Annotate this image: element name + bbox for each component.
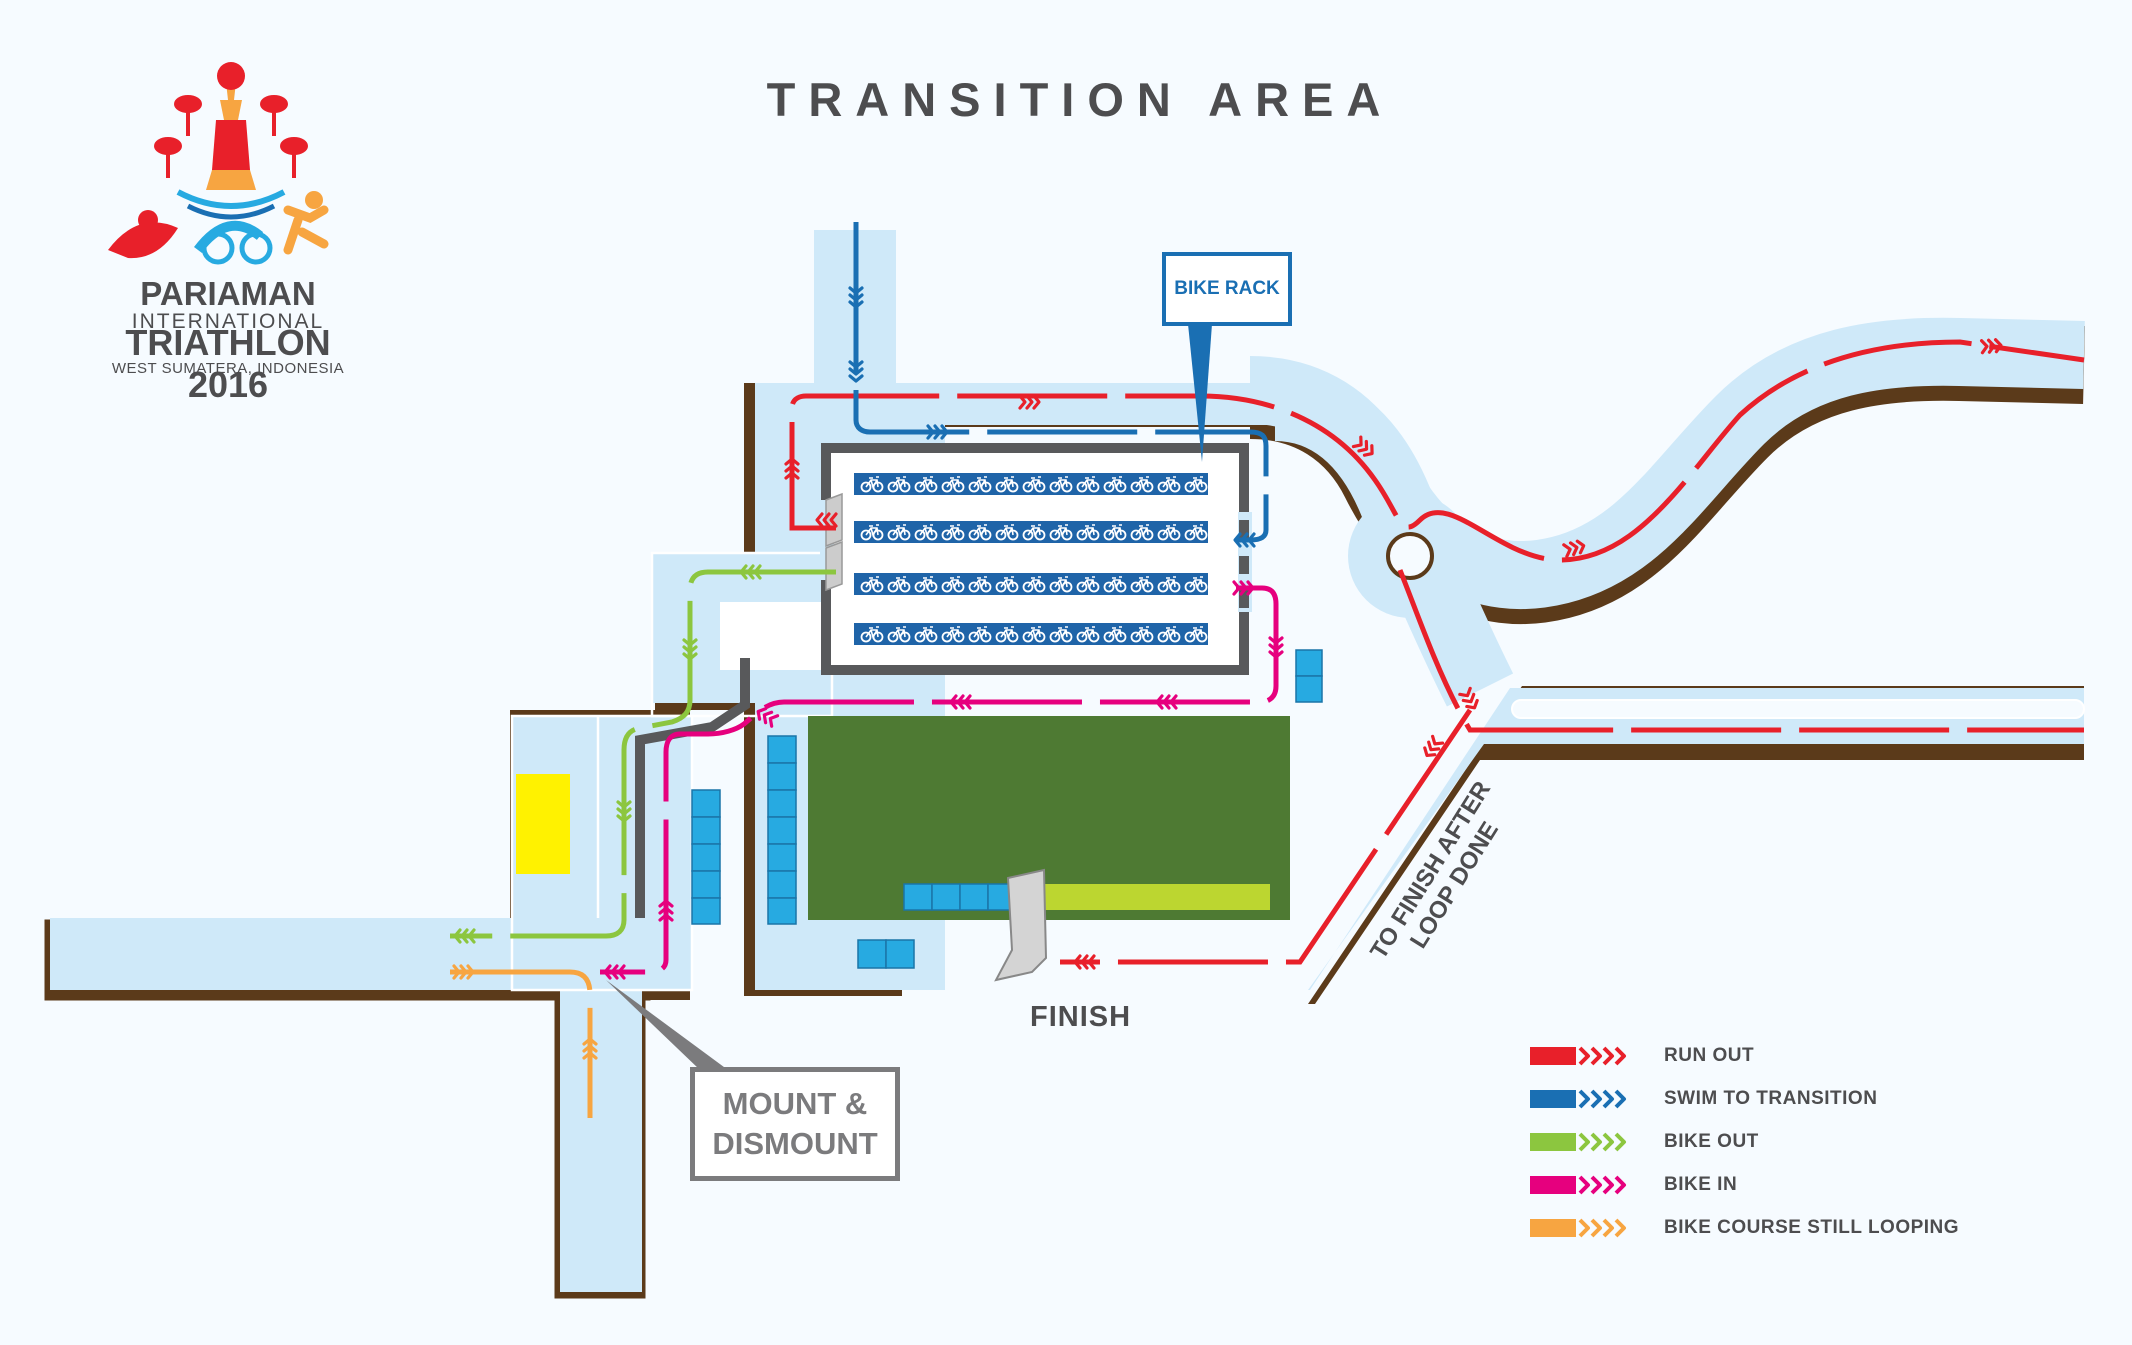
mount-pointer — [606, 980, 728, 1070]
logo-text-block: PARIAMAN INTERNATIONAL TRIATHLON 2016 WE… — [88, 60, 368, 405]
legend-item-bike-looping: BIKE COURSE STILL LOOPING — [1530, 1206, 1959, 1249]
finish-gantry — [994, 868, 1048, 982]
page-title: TRANSITION AREA — [766, 73, 1394, 126]
bike-rack-callout: BIKE RACK — [1162, 252, 1292, 326]
legend-label: RUN OUT — [1664, 1044, 1755, 1066]
legend-label: BIKE OUT — [1664, 1130, 1759, 1152]
logo-location: WEST SUMATERA, INDONESIA — [111, 360, 345, 377]
bike-rack-pointer — [1188, 324, 1212, 462]
bike-rack-rows — [854, 473, 1208, 645]
route-legend: RUN OUT SWIM TO TRANSITION BIKE OUT BIKE… — [1530, 1034, 1959, 1249]
bike-rack-label: BIKE RACK — [1174, 278, 1280, 299]
fence-wall — [635, 658, 750, 918]
event-logo — [108, 62, 329, 265]
mount-label-line2: DISMOUNT — [712, 1126, 878, 1161]
mount-dismount-callout: MOUNT & DISMOUNT — [690, 1067, 900, 1181]
mount-label-line1: MOUNT & — [722, 1086, 868, 1121]
logo-subtitle: INTERNATIONAL — [131, 310, 325, 333]
yellow-zone — [516, 774, 570, 874]
routes — [450, 222, 2085, 1118]
logo-name: PARIAMAN — [140, 275, 316, 312]
legend-swatch-run — [1530, 1046, 1626, 1065]
finish-chute-bar — [1044, 884, 1270, 910]
legend-item-swim: SWIM TO TRANSITION — [1530, 1077, 1959, 1120]
legend-swatch-looping — [1530, 1218, 1626, 1237]
legend-label: BIKE COURSE STILL LOOPING — [1664, 1216, 1960, 1238]
parking-pad — [720, 602, 830, 670]
legend-swatch-swim — [1530, 1089, 1626, 1108]
legend-swatch-bike-in — [1530, 1175, 1626, 1194]
logo-event: TRIATHLON 2016 — [125, 322, 331, 405]
finish-label: FINISH — [1030, 1001, 1132, 1033]
legend-label: BIKE IN — [1664, 1173, 1738, 1195]
legend-item-run-out: RUN OUT — [1530, 1034, 1959, 1077]
legend-item-bike-in: BIKE IN — [1530, 1163, 1959, 1206]
legend-swatch-bike-out — [1530, 1132, 1626, 1151]
legend-label: SWIM TO TRANSITION — [1664, 1087, 1878, 1109]
legend-item-bike-out: BIKE OUT — [1530, 1120, 1959, 1163]
